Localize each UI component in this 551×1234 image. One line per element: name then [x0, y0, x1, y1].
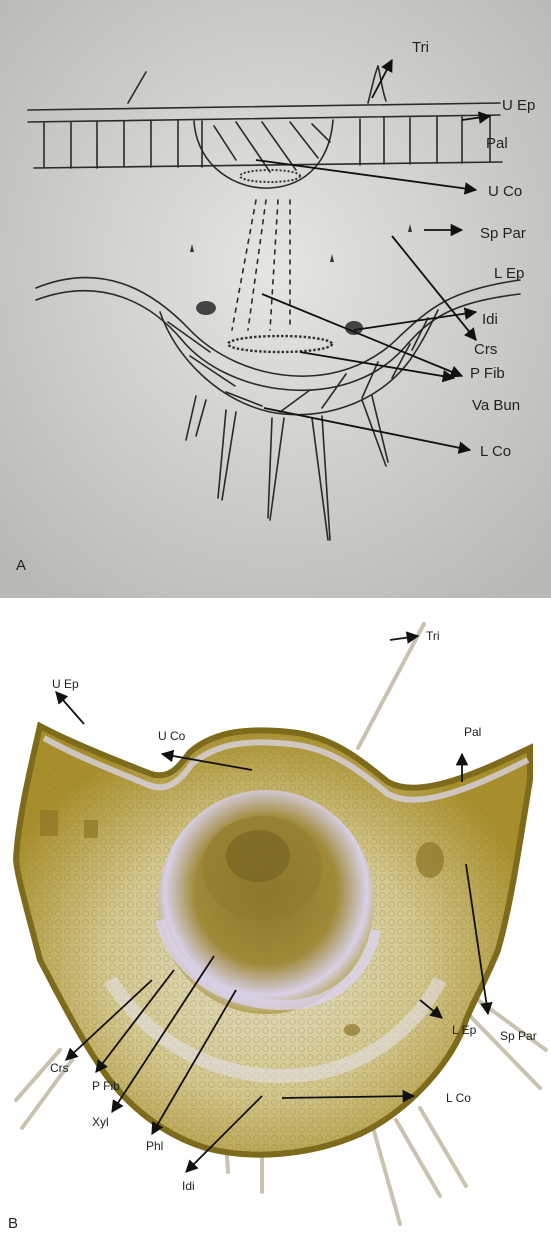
panel-a-drawing: Tri U Ep Pal U Co Sp Par L Ep Idi Crs P … — [0, 0, 551, 598]
label-b-sp-par: Sp Par — [500, 1029, 537, 1043]
label-b-u-ep: U Ep — [52, 677, 79, 691]
panel-divider — [0, 598, 551, 608]
label-b-idi: Idi — [182, 1179, 195, 1193]
label-a-tri: Tri — [412, 39, 429, 56]
label-b-phl: Phl — [146, 1139, 163, 1153]
label-a-idi: Idi — [482, 311, 498, 328]
label-a-u-ep: U Ep — [502, 97, 535, 114]
label-a-u-co: U Co — [488, 183, 522, 200]
label-a-l-co: L Co — [480, 443, 511, 460]
label-b-l-ep: L Ep — [452, 1023, 477, 1037]
label-b-xyl: Xyl — [92, 1115, 109, 1129]
xylem-core — [226, 830, 290, 882]
panel-a-letter: A — [16, 557, 26, 574]
label-a-pal: Pal — [486, 135, 508, 152]
label-b-u-co: U Co — [158, 729, 186, 743]
label-b-tri: Tri — [426, 629, 440, 643]
label-b-pal: Pal — [464, 725, 481, 739]
label-b-p-fib: P Fib — [92, 1079, 120, 1093]
panel-b-micrograph: Tri U Ep U Co Pal Sp Par L Ep L Co Crs P… — [0, 608, 551, 1234]
label-a-l-ep: L Ep — [494, 265, 524, 282]
panel-b-letter: B — [8, 1215, 18, 1232]
label-a-p-fib: P Fib — [470, 365, 505, 382]
label-a-crs: Crs — [474, 341, 497, 358]
label-a-sp-par: Sp Par — [480, 225, 526, 242]
label-b-crs: Crs — [50, 1061, 69, 1075]
label-b-l-co: L Co — [446, 1091, 471, 1105]
label-a-va-bun: Va Bun — [472, 397, 520, 414]
